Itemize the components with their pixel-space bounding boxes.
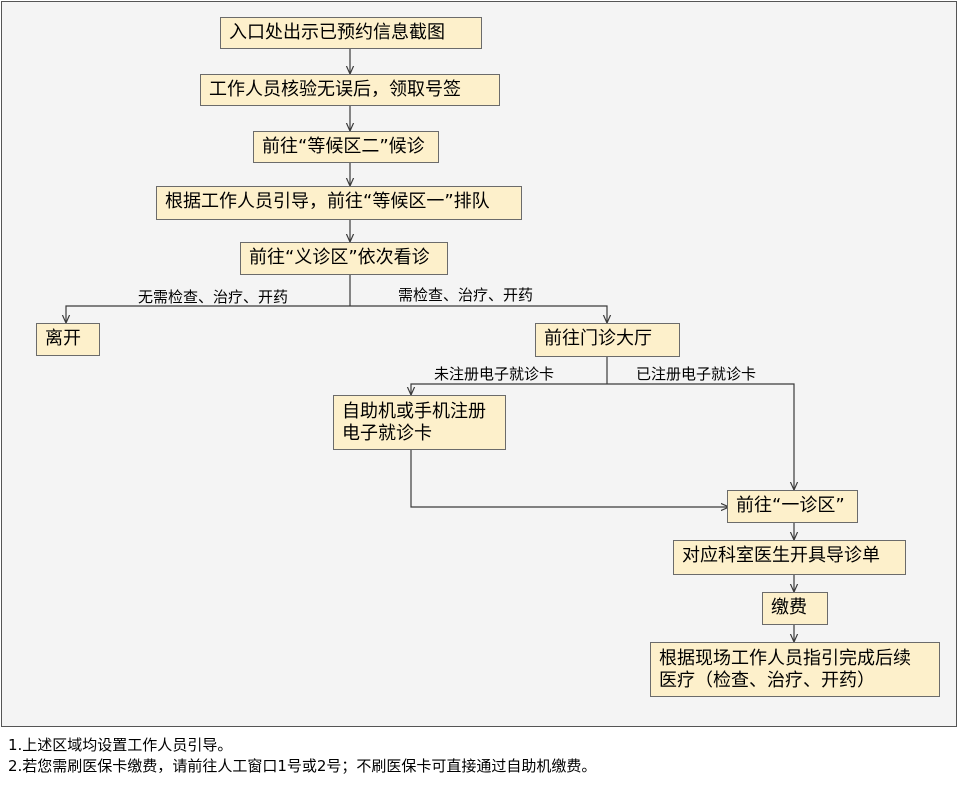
edge-label-not-registered: 未注册电子就诊卡: [434, 365, 555, 383]
edge-to-register: [411, 383, 607, 395]
edge-label-need: 需检查、治疗、开药: [398, 286, 534, 304]
edge-label-no-need: 无需检查、治疗、开药: [138, 288, 289, 306]
footnote-1: 1.上述区域均设置工作人员引导。: [8, 736, 233, 754]
register-card-line1: 自助机或手机注册: [342, 401, 486, 422]
node-issue-guide: 对应科室医生开具导诊单: [673, 540, 906, 575]
footnote-2: 2.若您需刷医保卡缴费，请前往人工窗口1号或2号；不刷医保卡可直接通过自助机缴费…: [8, 757, 597, 775]
edge-label-registered: 已注册电子就诊卡: [636, 365, 757, 383]
node-register-card: 自助机或手机注册 电子就诊卡: [333, 395, 506, 450]
edge-register-to-clinic-area-1: [410, 450, 729, 507]
node-followup: 根据现场工作人员指引完成后续 医疗（检查、治疗、开药）: [650, 642, 940, 697]
node-leave: 离开: [36, 323, 100, 356]
followup-line2: 医疗（检查、治疗、开药）: [659, 670, 875, 691]
edge-to-outpatient: [350, 305, 607, 323]
node-wait-area-2: 前往“等候区二”候诊: [253, 131, 439, 163]
node-verify-ticket: 工作人员核验无误后，领取号签: [200, 74, 500, 106]
edge-to-clinic-area-1-direct: [607, 383, 794, 490]
node-outpatient-hall: 前往门诊大厅: [535, 323, 680, 357]
node-queue-area-1: 根据工作人员引导，前往“等候区一”排队: [156, 186, 522, 220]
node-show-reservation: 入口处出示已预约信息截图: [220, 17, 482, 49]
node-volunteer-clinic: 前往“义诊区”依次看诊: [240, 242, 448, 275]
followup-line1: 根据现场工作人员指引完成后续: [659, 648, 911, 669]
edge-to-leave: [66, 305, 350, 323]
register-card-line2: 电子就诊卡: [342, 423, 432, 444]
node-clinic-area-1: 前往“一诊区”: [727, 490, 858, 523]
node-pay: 缴费: [762, 592, 828, 625]
footnotes: 1.上述区域均设置工作人员引导。 2.若您需刷医保卡缴费，请前往人工窗口1号或2…: [8, 735, 596, 777]
